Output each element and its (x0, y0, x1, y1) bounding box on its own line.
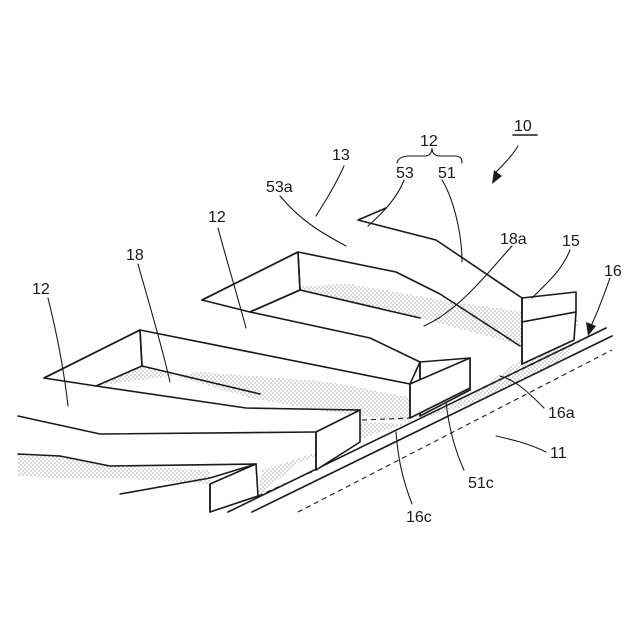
label-12-left: 12 (32, 281, 50, 298)
label-11: 11 (550, 445, 567, 462)
label-16: 16 (604, 263, 622, 280)
label-12-mid: 12 (208, 209, 226, 226)
label-53: 53 (396, 165, 414, 182)
label-51: 51 (438, 165, 456, 182)
label-16a: 16a (548, 405, 575, 422)
rear-protrusion (358, 208, 576, 364)
label-12-top: 12 (420, 133, 438, 150)
label-18a: 18a (500, 231, 527, 248)
label-13: 13 (332, 147, 350, 164)
label-18: 18 (126, 247, 144, 264)
label-15: 15 (562, 233, 580, 250)
label-10: 10 (514, 118, 532, 135)
label-53a: 53a (266, 179, 293, 196)
label-51c: 51c (468, 475, 494, 492)
label-16c: 16c (406, 509, 432, 526)
